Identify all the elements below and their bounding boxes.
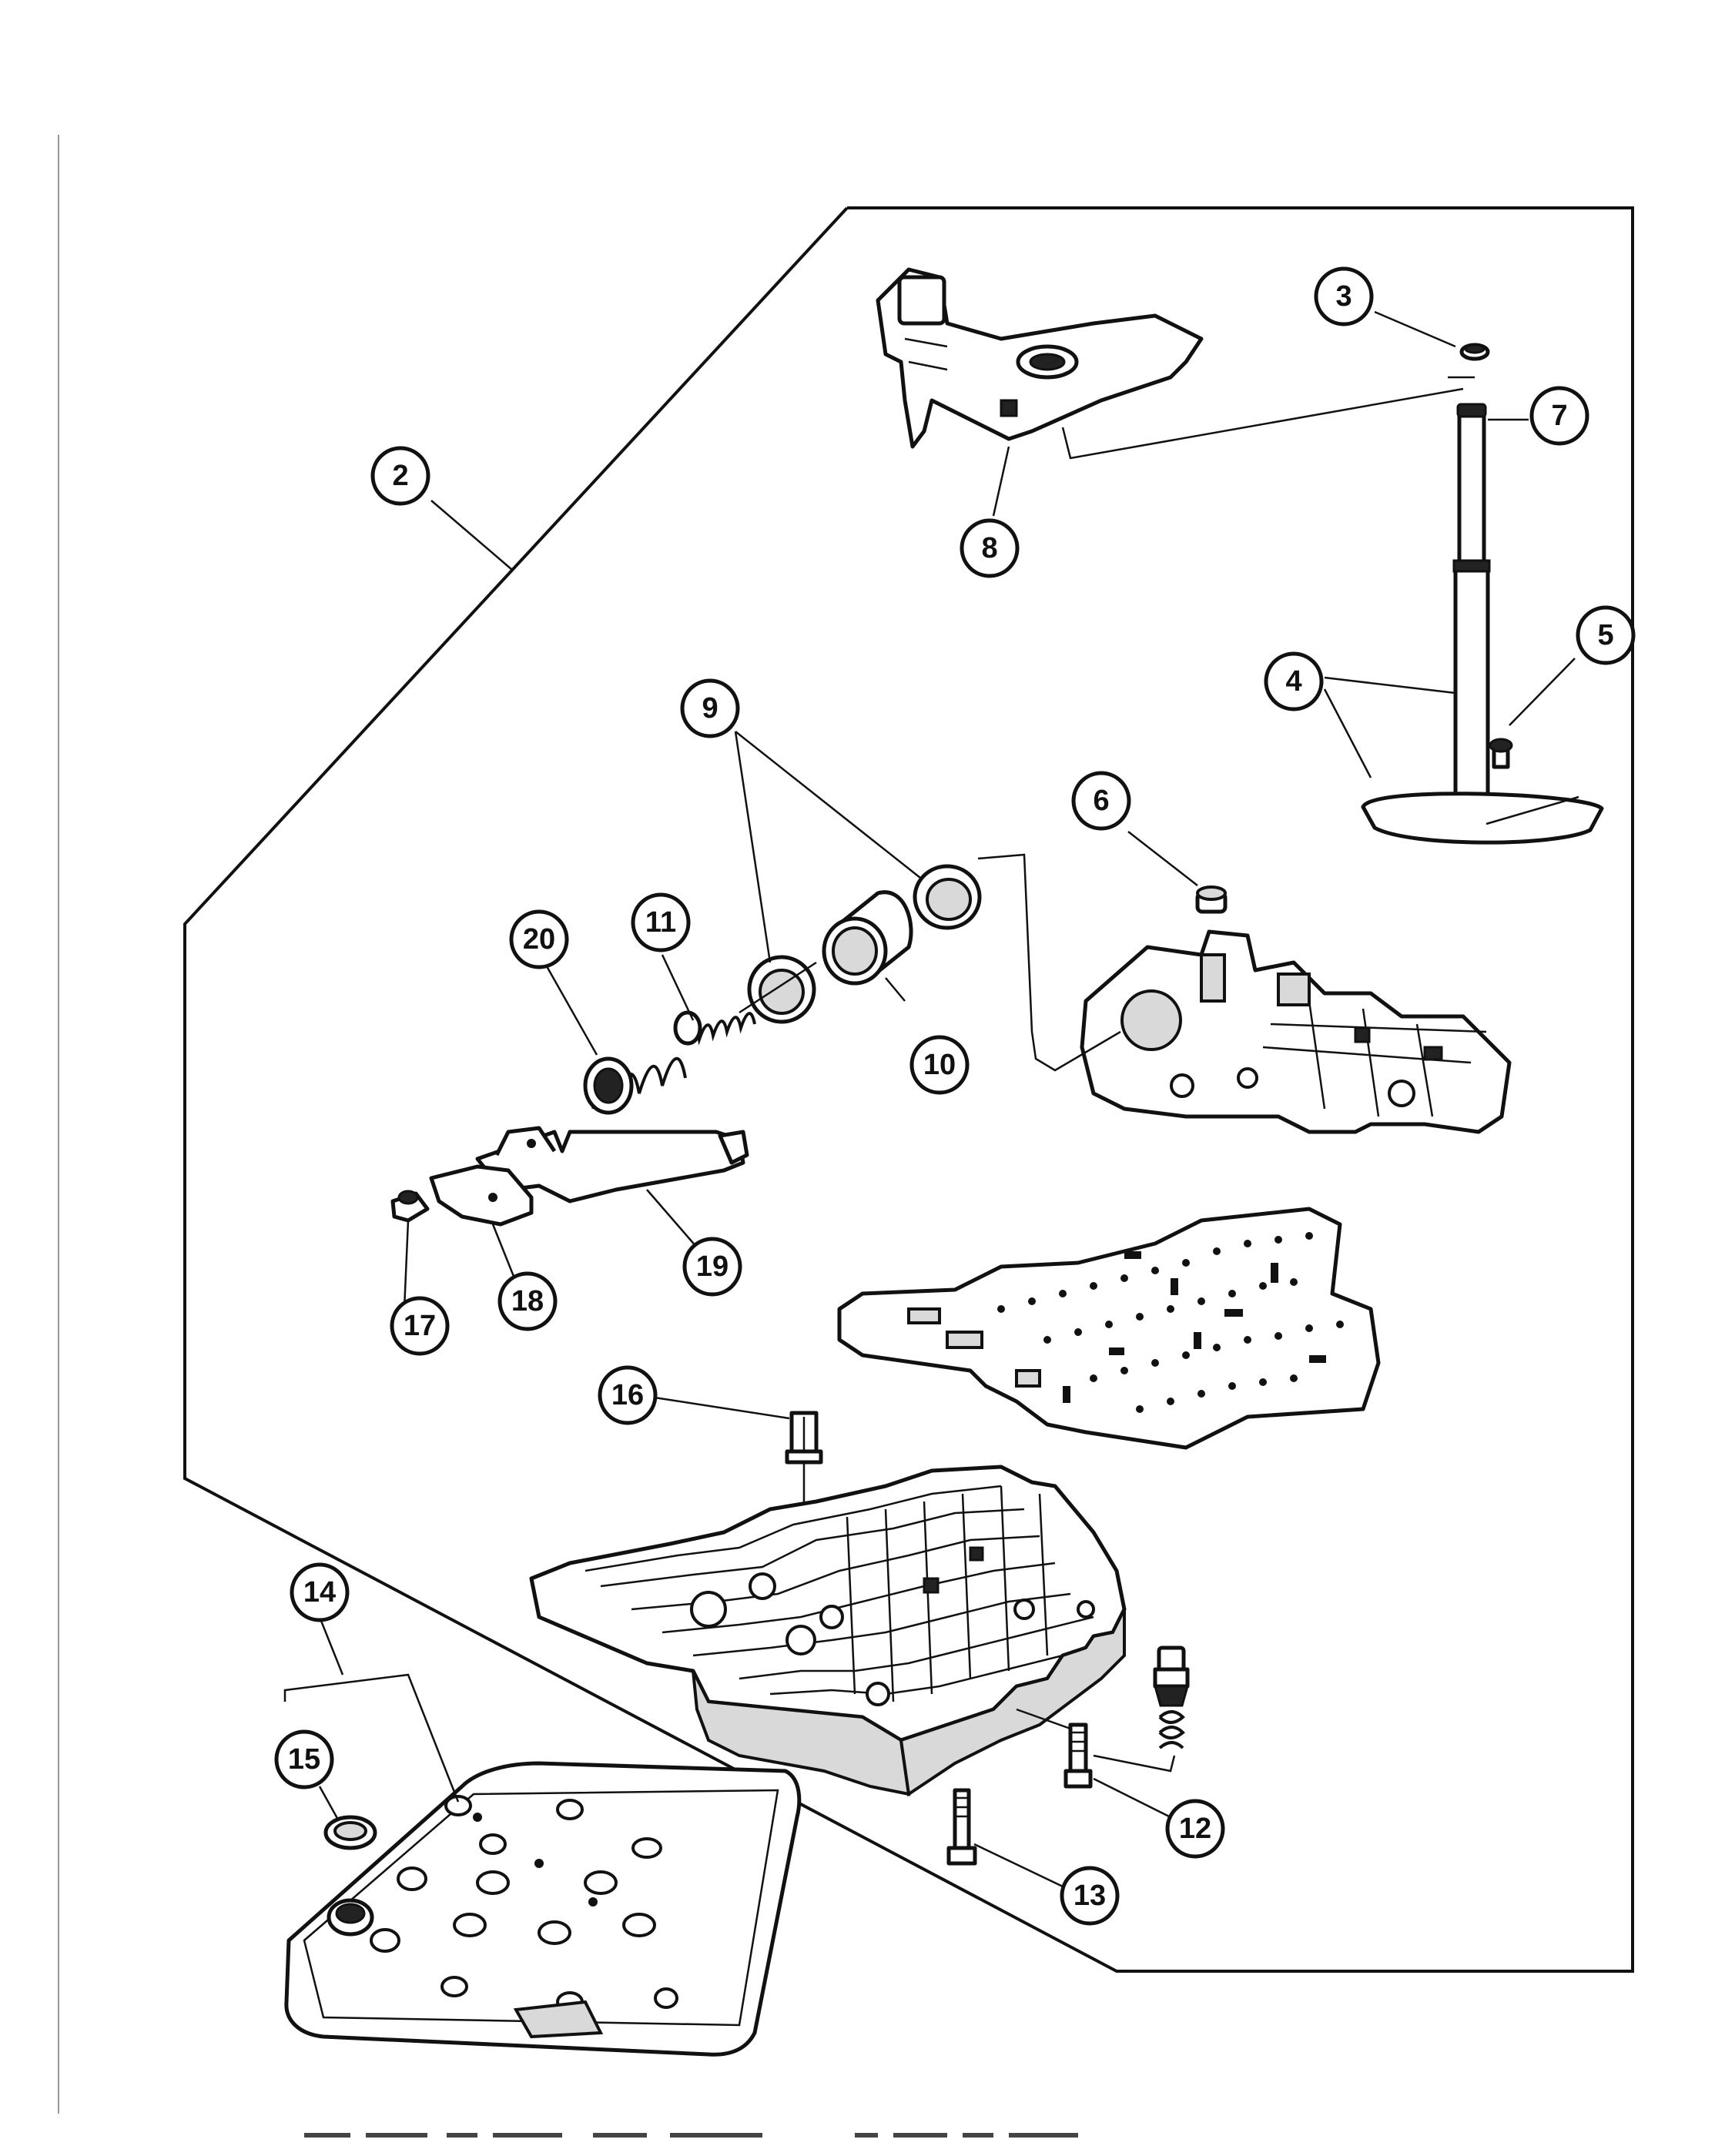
sleeve-10 — [822, 890, 913, 986]
leader-11 — [661, 954, 695, 1021]
callout-16-label: 16 — [611, 1379, 644, 1411]
shaft-4 — [1452, 403, 1496, 816]
callout-14-label: 14 — [303, 1576, 336, 1609]
leader-14 — [283, 1616, 460, 1803]
leader-18 — [491, 1224, 518, 1283]
leader-10 — [885, 977, 906, 1002]
spring-20 — [583, 1056, 687, 1115]
bolt-12 — [1063, 1722, 1093, 1789]
axis-springs — [739, 961, 817, 1014]
screw-17 — [390, 1190, 430, 1223]
filter-neck-14 — [327, 1898, 374, 1937]
callout-15-label: 15 — [288, 1743, 320, 1776]
link-9-valve — [977, 853, 1121, 1072]
callout-7: 7 — [1529, 386, 1589, 446]
callout-5: 5 — [1576, 605, 1636, 665]
valve-body-upper — [1080, 929, 1512, 1134]
callout-10: 10 — [909, 1035, 970, 1095]
valve-body-lower — [529, 1465, 1127, 1797]
plug-6 — [1195, 886, 1228, 914]
filter-14 — [284, 1761, 802, 2057]
plug-16 — [785, 1411, 823, 1465]
callout-4: 4 — [1264, 651, 1324, 711]
sensor-bracket — [876, 267, 1204, 449]
leader-4 — [1323, 676, 1456, 778]
leader-19 — [646, 1189, 698, 1248]
assembly-boundary — [183, 206, 1634, 1973]
callout-17: 17 — [390, 1296, 450, 1356]
leader-5 — [1509, 658, 1576, 726]
callout-12: 12 — [1165, 1799, 1225, 1859]
callout-2-label: 2 — [392, 460, 408, 492]
callout-11-label: 11 — [645, 906, 676, 939]
leader-8 — [992, 446, 1010, 517]
leader-12-valve — [1093, 1754, 1176, 1773]
callout-3-label: 3 — [1335, 280, 1352, 313]
seal-ring-9-b — [747, 955, 816, 1024]
callout-13-label: 13 — [1074, 1880, 1106, 1912]
callout-10-label: 10 — [923, 1049, 956, 1081]
seal-15 — [323, 1815, 377, 1850]
callout-18-label: 18 — [511, 1285, 544, 1317]
link-12 — [1016, 1708, 1071, 1730]
callout-2: 2 — [370, 446, 430, 506]
callout-9: 9 — [680, 678, 740, 738]
leader-16 — [654, 1396, 790, 1420]
callout-7-label: 7 — [1551, 400, 1567, 432]
callout-15: 15 — [274, 1729, 334, 1789]
leader-6 — [1127, 831, 1198, 886]
pin-5 — [1489, 738, 1513, 769]
plate-4 — [1361, 792, 1604, 845]
callout-5-label: 5 — [1597, 619, 1613, 651]
leader-9 — [734, 731, 921, 963]
callout-18: 18 — [497, 1271, 558, 1331]
leader-3 — [1374, 310, 1456, 348]
leader-20 — [545, 966, 598, 1056]
leader-17 — [403, 1220, 410, 1310]
callout-4-label: 4 — [1285, 665, 1301, 698]
valve-12 — [1153, 1645, 1190, 1749]
spring-11 — [673, 1010, 756, 1046]
callout-8-label: 8 — [981, 532, 997, 564]
callout-20-label: 20 — [523, 923, 555, 956]
callout-11: 11 — [631, 892, 691, 952]
callout-19: 19 — [682, 1237, 742, 1297]
separator-plate — [837, 1207, 1381, 1450]
bolt-13 — [946, 1788, 977, 1866]
callout-3: 3 — [1314, 266, 1374, 326]
callout-20: 20 — [509, 909, 569, 969]
link-8-7 — [1061, 376, 1475, 460]
bottom-residual-marks — [304, 2133, 1078, 2138]
oil-seal-3 — [1459, 343, 1490, 361]
callout-12-label: 12 — [1179, 1813, 1211, 1845]
callout-17-label: 17 — [404, 1310, 436, 1342]
leader-13 — [973, 1843, 1063, 1888]
callout-14: 14 — [290, 1562, 350, 1622]
callout-19-label: 19 — [696, 1250, 729, 1283]
leader-12 — [1093, 1777, 1171, 1819]
callout-6-label: 6 — [1093, 785, 1109, 817]
seal-ring-9-a — [913, 864, 982, 930]
leader-2 — [430, 500, 513, 571]
callout-8: 8 — [960, 518, 1020, 578]
callout-6: 6 — [1071, 771, 1131, 831]
callout-13: 13 — [1060, 1866, 1120, 1926]
bracket-18 — [429, 1164, 534, 1227]
callout-9-label: 9 — [702, 692, 718, 725]
callout-16: 16 — [598, 1365, 658, 1425]
leader-15 — [318, 1786, 340, 1822]
